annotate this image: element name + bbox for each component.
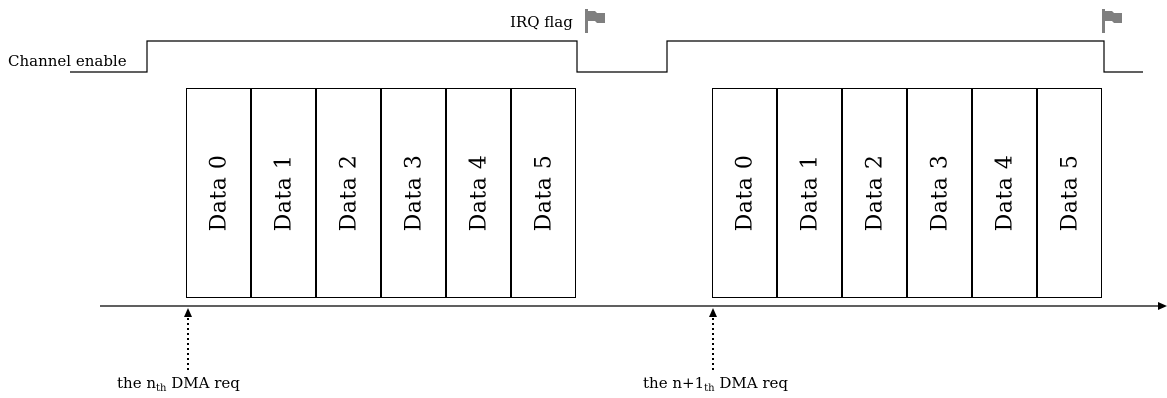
channel-enable-label: Channel enable [8,52,127,70]
data-cell: Data 0 [712,88,777,298]
dma-req-1-label: the nth DMA req [117,374,240,394]
irq-flag-label: IRQ flag [510,13,573,31]
dma-req-1-arrow-head [184,308,192,317]
dma-req-2-label: the n+1th DMA req [643,374,788,394]
dma-req-2-arrow-head [709,308,717,317]
data-cell: Data 3 [381,88,446,298]
data-cell: Data 5 [1037,88,1102,298]
data-cell: Data 2 [842,88,907,298]
data-cell: Data 0 [186,88,251,298]
data-cell: Data 4 [446,88,511,298]
data-cell: Data 1 [251,88,316,298]
data-cell: Data 1 [777,88,842,298]
data-cell: Data 5 [511,88,576,298]
channel-enable-waveform [70,40,1143,73]
flag-icon [585,9,605,33]
data-cell: Data 2 [316,88,381,298]
data-cell: Data 3 [907,88,972,298]
data-cell: Data 4 [972,88,1037,298]
time-axis-arrowhead [1158,302,1167,310]
flag-icon [1102,9,1122,33]
